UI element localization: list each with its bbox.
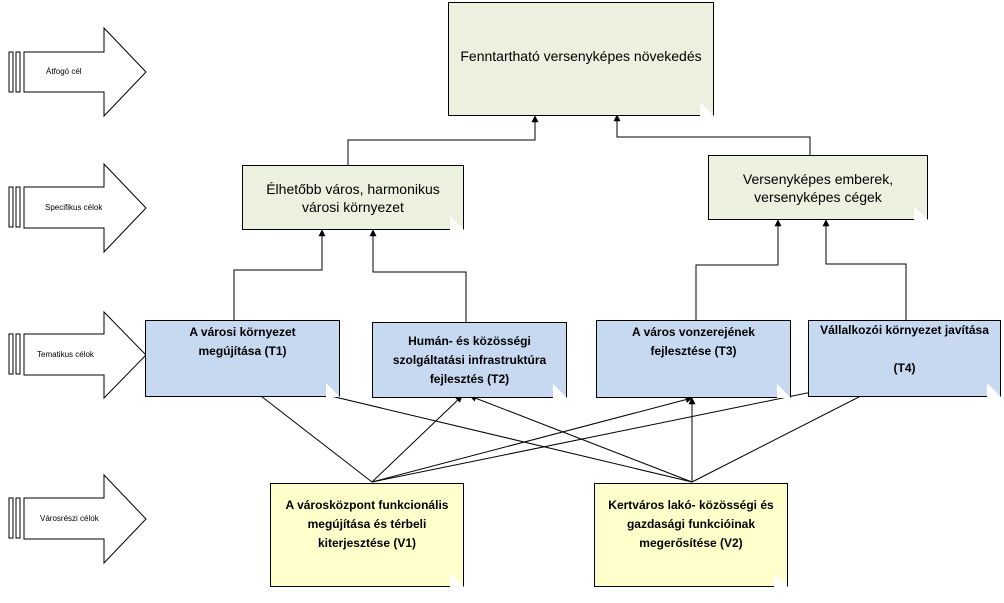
node-s2: Versenyképes emberek, versenyképes cégek (708, 155, 928, 220)
connector-s1-overall (347, 115, 539, 165)
node-overall: Fenntartható versenyképes növekedés (448, 2, 714, 116)
page-fold (700, 102, 714, 116)
level-arrow-atfogo (8, 26, 147, 118)
node-s2-line-1: Versenyképes emberek, (742, 170, 894, 187)
node-t4: Vállalkozói környezet javítása (T4) (808, 320, 1001, 397)
node-s1-line-2: városi környezet (302, 198, 404, 215)
node-t2-line-2: szolgáltatási infrastruktúra (392, 352, 547, 367)
level-label-varosreszi: Városrészi célok (40, 514, 99, 523)
node-t2-line-1: Humán- és közösségi (408, 333, 531, 348)
level-label-tematikus: Tematikus célok (37, 350, 94, 359)
node-s1-line-1: Élhetőbb város, harmonikus (266, 180, 440, 197)
node-s1: Élhetőbb város, harmonikus városi környe… (242, 165, 464, 230)
node-t3-line-2: fejlesztése (T3) (650, 344, 737, 358)
page-fold (774, 573, 788, 587)
node-v1: A városközpont funkcionális megújítása é… (270, 483, 464, 587)
node-v1-line-1: A városközpont funkcionális (285, 498, 449, 512)
connector-v1-t3 (371, 396, 693, 483)
level-arrow-specifikus (8, 162, 147, 254)
node-t1-line-1: A városi környezet (189, 325, 296, 339)
node-t4-line-3: (T4) (893, 361, 916, 375)
connector-t3-s2 (695, 219, 782, 320)
level-arrow-varosreszi (8, 473, 147, 565)
node-t4-line-1: Vállalkozói környezet javítása (820, 323, 989, 337)
node-v2: Kertváros lakó- közösségi és gazdasági f… (594, 483, 788, 587)
node-t1: A városi környezet megújítása (T1) (145, 320, 340, 397)
node-v2-line-2: gazdasági funkcióinak (626, 517, 756, 531)
node-v1-line-2: megújítása és térbeli (307, 517, 427, 531)
level-label-specifikus: Specifikus célok (45, 203, 103, 212)
node-t3: A város vonzerejének fejlesztése (T3) (596, 320, 791, 398)
connector-v2-t2 (469, 395, 693, 483)
node-overall-line: Fenntartható versenyképes növekedés (460, 48, 702, 64)
page-fold (553, 384, 567, 398)
page-fold (326, 383, 340, 397)
connector-t1-s1 (233, 229, 326, 320)
connector-t2-s1 (369, 229, 467, 322)
node-v1-line-3: kiterjesztése (V1) (317, 536, 417, 550)
node-t2-line-3: fejlesztés (T2) (429, 371, 510, 386)
node-t2: Humán- és közösségi szolgáltatási infras… (372, 322, 567, 398)
node-s2-line-2: versenyképes cégek (754, 188, 882, 205)
page-fold (777, 384, 791, 398)
connector-t4-s2 (822, 219, 907, 320)
connector-v1-t2 (371, 395, 463, 483)
node-v2-line-1: Kertváros lakó- közösségi és (608, 498, 774, 512)
node-t1-line-2: megújítása (T1) (198, 344, 287, 358)
node-t3-line-1: A város vonzerejének (632, 325, 755, 339)
page-fold (914, 206, 928, 220)
page-fold (450, 216, 464, 230)
level-label-atfogo: Átfogó cél (46, 67, 82, 76)
page-fold (987, 383, 1001, 397)
level-arrow-tematikus (8, 310, 147, 400)
node-v2-line-3: megerősítése (V2) (639, 536, 743, 550)
page-fold (450, 573, 464, 587)
connector-s2-overall (613, 114, 811, 155)
